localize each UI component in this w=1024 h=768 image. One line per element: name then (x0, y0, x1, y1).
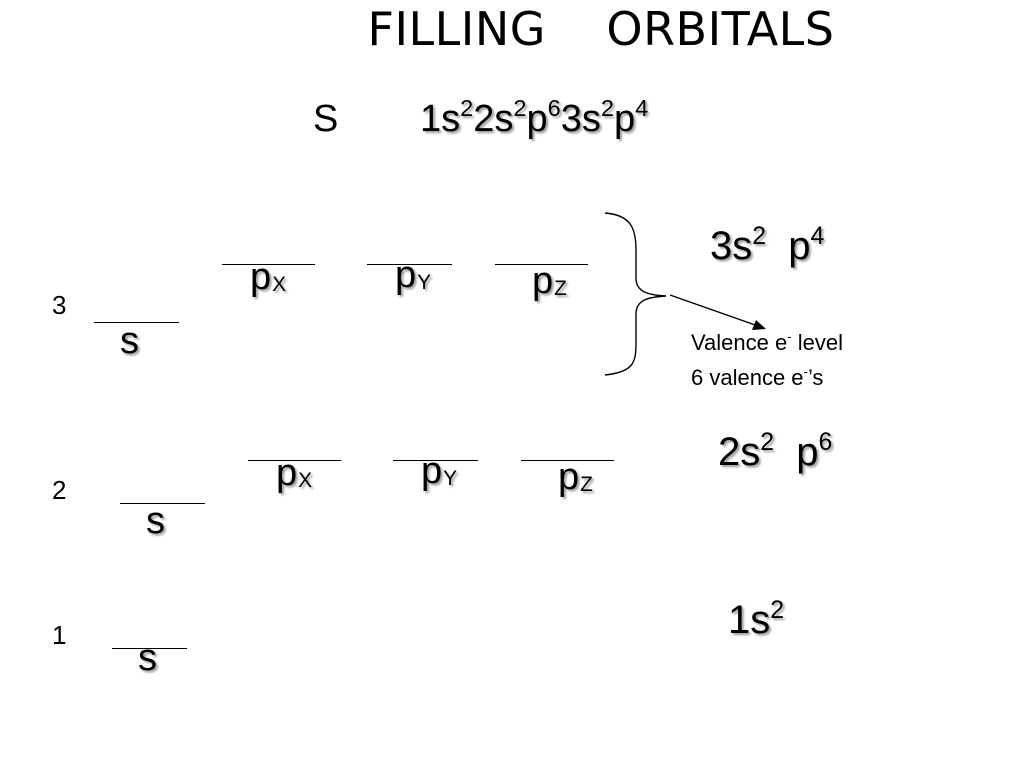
config-term-2p: p6 (526, 95, 561, 140)
arrow-head (752, 320, 766, 330)
level-3-px-line (222, 264, 315, 265)
level-2-s-label: s (146, 500, 165, 542)
level-2-summary: 2s2 p6 (718, 428, 833, 474)
level-3-py-line (367, 264, 452, 265)
config-term-2s: 2s2 (473, 95, 527, 140)
level-1-summary: 1s2 (728, 596, 785, 642)
level-1-number: 1 (52, 620, 67, 650)
level-2-py-label: pY (421, 450, 458, 492)
level-3-s-label: s (120, 320, 139, 362)
level-2-px-line (248, 460, 341, 461)
valence-count-text: 6 valence e-’s (691, 363, 824, 390)
title-word-filling: FILLING (367, 2, 546, 56)
electron-configuration: 1s22s2p63s2p4 (420, 95, 649, 141)
valence-annotation: Valence e- level 6 valence e-’s (691, 327, 843, 397)
valence-brace (604, 212, 667, 376)
level-2-pz-label: pZ (558, 456, 593, 498)
level-1-s-line (112, 648, 187, 649)
slide-title: FILLING ORBITALS (0, 2, 1024, 56)
level-2-pz-line (521, 460, 614, 461)
level-3-px-label: pX (250, 256, 287, 298)
level-3-py-label: pY (395, 254, 432, 296)
level-3-s-line (94, 322, 179, 323)
level-2-py-line (393, 460, 478, 461)
config-term-1s: 1s2 (420, 95, 474, 140)
level-2-number: 2 (52, 475, 67, 505)
valence-level-text: Valence e- level (691, 328, 843, 355)
level-3-number: 3 (52, 290, 67, 320)
level-3-pz-line (495, 264, 588, 265)
level-2-s-line (120, 503, 205, 504)
level-2-px-label: pX (276, 452, 313, 494)
arrow-shaft (669, 294, 759, 327)
level-3-summary: 3s2 p4 (710, 222, 825, 268)
config-term-3s: 3s2 (560, 95, 614, 140)
config-term-3p: p4 (614, 95, 649, 140)
level-3-pz-label: pZ (532, 260, 567, 302)
title-word-orbitals: ORBITALS (606, 2, 835, 56)
level-1-s-label: s (138, 637, 157, 679)
element-symbol: S (313, 98, 339, 140)
